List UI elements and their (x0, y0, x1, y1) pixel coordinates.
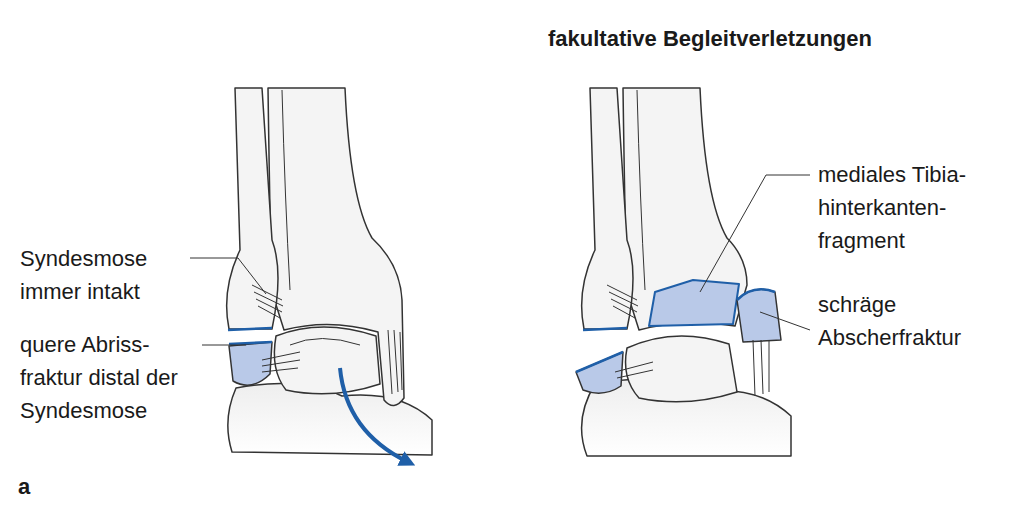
tibia-line (637, 90, 645, 290)
medial-fragment (737, 289, 781, 342)
fibula (582, 88, 633, 329)
callout-label: mediales Tibia- hinterkanten- fragment (818, 158, 1014, 257)
tibia-line (282, 90, 290, 290)
callout-label: a (18, 470, 58, 503)
ankle-right (576, 88, 791, 456)
force-arrow (340, 368, 408, 462)
leader-lines (190, 175, 810, 345)
fracture-line (229, 342, 272, 344)
fracture-line (583, 328, 627, 330)
fracture-line (737, 289, 775, 300)
ligaments (252, 285, 402, 394)
figure-heading: fakultative Begleitverletzungen (548, 22, 872, 55)
tibia (623, 88, 747, 330)
posterior-fragment (649, 280, 739, 326)
fracture-line (228, 328, 272, 330)
fibula (227, 88, 278, 329)
callout-label: Syndesmose immer intakt (20, 242, 192, 308)
talus-line (290, 339, 360, 346)
callout-label: schräge Abscherfraktur (818, 288, 1014, 354)
callout-label: quere Abriss- fraktur distal der Syndesm… (20, 328, 180, 427)
fibular-fragment (576, 352, 623, 393)
fibular-fragment (229, 342, 272, 385)
fracture-line (576, 352, 623, 372)
talus (274, 327, 380, 394)
tibia (268, 88, 404, 406)
ligaments (607, 285, 769, 396)
talus (626, 336, 738, 402)
ankle-left (227, 88, 432, 455)
